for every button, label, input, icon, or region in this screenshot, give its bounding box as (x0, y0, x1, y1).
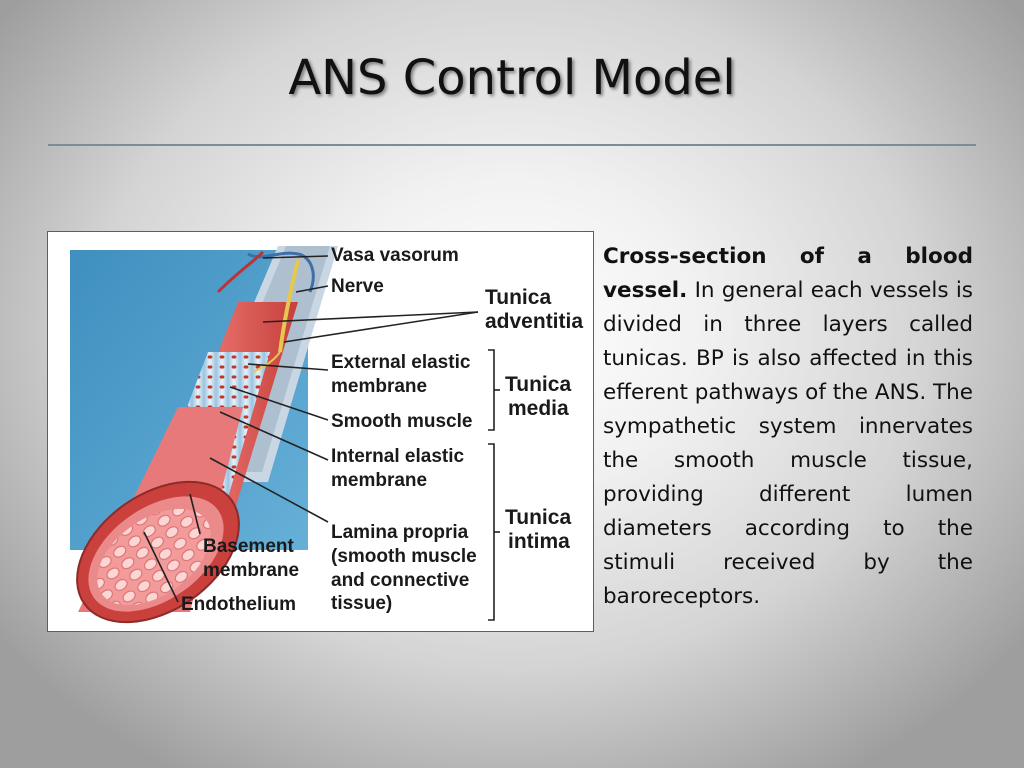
label-endothelium: Endothelium (181, 594, 296, 615)
description-lead: Cross-section of a blood vessel. (603, 244, 973, 303)
label-nerve: Nerve (331, 276, 384, 297)
label-external-elastic-1: External elastic (331, 352, 471, 373)
label-internal-elastic-2: membrane (331, 470, 427, 491)
title-divider (48, 144, 976, 146)
description-body: In general each vessels is divided in th… (603, 278, 973, 609)
label-lamina-propria-4: tissue) (331, 593, 392, 614)
label-tunica-adventitia-2: adventitia (485, 310, 583, 333)
label-tunica-media-2: media (508, 397, 569, 420)
label-basement-membrane-2: membrane (203, 560, 299, 581)
label-tunica-intima-2: intima (508, 530, 570, 553)
label-tunica-media-1: Tunica (505, 373, 571, 396)
label-lamina-propria-3: and connective (331, 570, 469, 591)
label-lamina-propria-2: (smooth muscle (331, 546, 477, 567)
label-basement-membrane-1: Basement (203, 536, 294, 557)
label-internal-elastic-1: Internal elastic (331, 446, 464, 467)
blood-vessel-illustration: Vasa vasorum Nerve Tunica adventitia Ext… (70, 245, 583, 624)
label-tunica-adventitia-1: Tunica (485, 286, 551, 309)
blood-vessel-figure: Vasa vasorum Nerve Tunica adventitia Ext… (47, 231, 594, 632)
label-lamina-propria-1: Lamina propria (331, 522, 469, 543)
description-text: Cross-section of a blood vessel. In gene… (603, 240, 973, 614)
label-vasa-vasorum: Vasa vasorum (331, 245, 459, 266)
label-smooth-muscle: Smooth muscle (331, 411, 472, 432)
label-external-elastic-2: membrane (331, 376, 427, 397)
label-tunica-intima-1: Tunica (505, 506, 571, 529)
slide-title: ANS Control Model (288, 50, 736, 106)
